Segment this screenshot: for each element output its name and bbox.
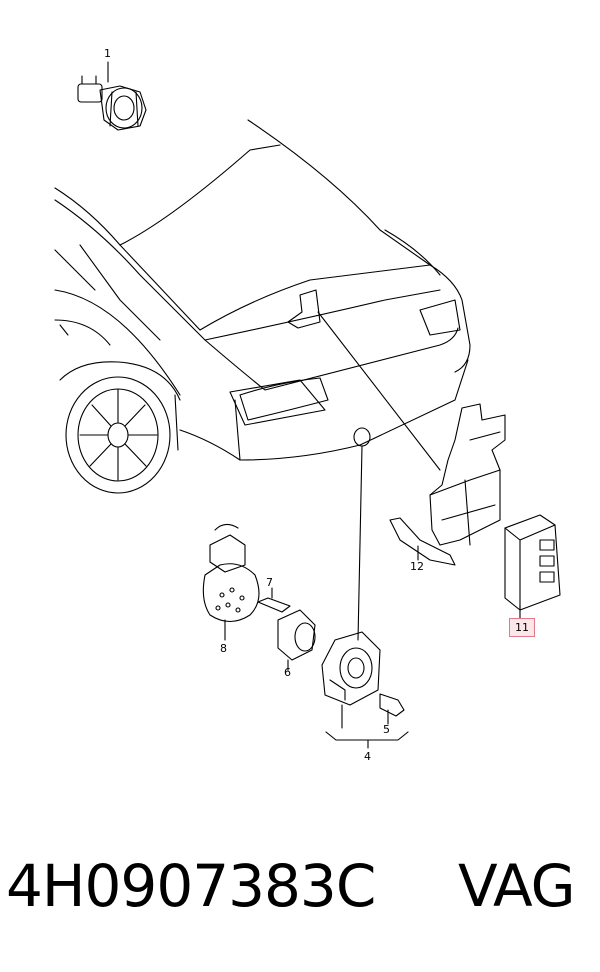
callout-8[interactable]: 8 <box>220 642 227 655</box>
leader-line-12 <box>317 311 441 471</box>
part-11-control-module <box>504 514 561 619</box>
part-1-relay <box>77 61 147 131</box>
part-number-label: 4H0907383C <box>6 852 376 920</box>
callout-12[interactable]: 12 <box>410 560 424 573</box>
brand-label: VAG <box>458 852 576 920</box>
car-body <box>54 119 471 494</box>
part-8-wiring-plate <box>202 523 260 641</box>
part-12-bracket <box>389 403 506 566</box>
callout-6[interactable]: 6 <box>284 666 291 679</box>
leader-line-4 <box>357 445 363 641</box>
part-7-pin <box>257 587 291 613</box>
group-bracket-4 <box>325 731 409 741</box>
part-6-socket <box>277 609 316 671</box>
tow-hitch-location <box>353 427 371 447</box>
callout-1[interactable]: 1 <box>104 47 111 60</box>
callout-5[interactable]: 5 <box>383 723 390 736</box>
callout-11[interactable]: 11 <box>509 618 535 637</box>
trunk-bracket-marker <box>287 289 321 329</box>
part-4-trailer-socket <box>321 631 381 729</box>
callout-7[interactable]: 7 <box>266 576 273 589</box>
part-5-bolt <box>379 693 405 725</box>
callout-4[interactable]: 4 <box>364 750 371 763</box>
